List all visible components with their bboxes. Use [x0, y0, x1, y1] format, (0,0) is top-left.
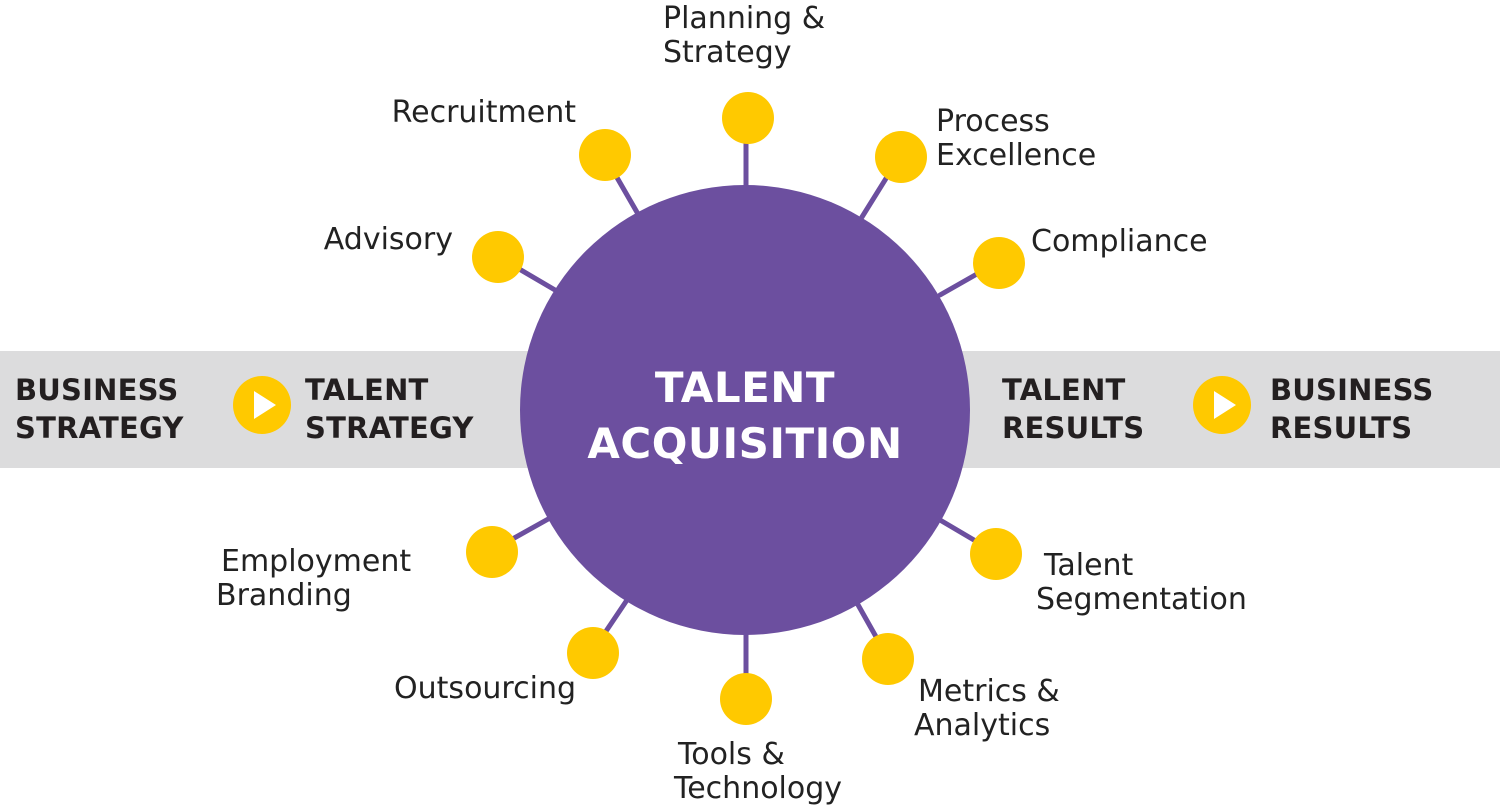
node-label-planning: Planning & Strategy: [663, 2, 825, 70]
node-dot-process: [875, 131, 927, 183]
node-dot-outsourcing: [567, 627, 619, 679]
node-label-employment-branding-line2: Branding: [216, 578, 352, 613]
talent-acquisition-hub: [520, 185, 970, 635]
node-dot-employment-branding: [466, 526, 518, 578]
flow-talent-strategy-line1: TALENT: [305, 373, 429, 407]
node-label-talent-segmentation-line2: Segmentation: [1036, 582, 1247, 617]
node-label-metrics: Metrics & Analytics: [914, 675, 1060, 743]
play-arrow-icon: [1193, 376, 1251, 434]
node-label-compliance: Compliance: [1031, 225, 1208, 259]
node-dot-talent-segmentation: [970, 528, 1022, 580]
node-label-process: Process Excellence: [936, 105, 1096, 173]
flow-business-strategy: BUSINESS STRATEGY: [15, 371, 184, 447]
flow-talent-strategy-line2: STRATEGY: [305, 411, 474, 445]
node-label-metrics-line1: Metrics &: [918, 674, 1060, 709]
hub-title-line2: ACQUISITION: [587, 419, 903, 468]
node-label-process-line2: Excellence: [936, 138, 1097, 173]
node-label-tools: Tools & Technology: [674, 738, 842, 806]
node-label-talent-segmentation: Talent Segmentation: [1036, 549, 1247, 617]
node-label-advisory: Advisory: [250, 223, 453, 257]
node-label-planning-line2: Strategy: [663, 35, 792, 70]
node-label-planning-line1: Planning &: [663, 1, 826, 36]
flow-talent-results-line2: RESULTS: [1002, 411, 1145, 445]
node-label-advisory-line1: Advisory: [323, 222, 453, 257]
hub-title-line1: TALENT: [654, 363, 836, 412]
flow-business-results-line2: RESULTS: [1270, 411, 1413, 445]
node-dot-tools: [720, 673, 772, 725]
flow-business-results-line1: BUSINESS: [1270, 373, 1434, 407]
flow-talent-strategy: TALENT STRATEGY: [305, 371, 474, 447]
node-dot-compliance: [973, 237, 1025, 289]
node-dot-recruitment: [579, 129, 631, 181]
node-label-recruitment: Recruitment: [330, 96, 576, 130]
node-label-recruitment-line1: Recruitment: [391, 95, 576, 130]
node-label-process-line1: Process: [936, 104, 1050, 139]
flow-talent-results: TALENT RESULTS: [1002, 371, 1144, 447]
flow-business-results: BUSINESS RESULTS: [1270, 371, 1433, 447]
flow-business-strategy-line1: BUSINESS: [15, 373, 179, 407]
node-label-compliance-line1: Compliance: [1031, 224, 1208, 259]
node-label-employment-branding: Employment Branding: [216, 545, 411, 613]
node-label-tools-line1: Tools &: [678, 737, 785, 772]
flow-business-strategy-line2: STRATEGY: [15, 411, 184, 445]
hub-title: TALENT ACQUISITION: [520, 360, 970, 472]
node-dot-advisory: [472, 231, 524, 283]
node-label-outsourcing-line1: Outsourcing: [394, 671, 576, 706]
node-label-talent-segmentation-line1: Talent: [1044, 548, 1134, 583]
play-arrow-icon: [233, 376, 291, 434]
node-label-tools-line2: Technology: [674, 771, 843, 806]
node-label-outsourcing: Outsourcing: [330, 672, 576, 706]
node-label-metrics-line2: Analytics: [914, 708, 1051, 743]
flow-talent-results-line1: TALENT: [1002, 373, 1126, 407]
node-dot-metrics: [862, 633, 914, 685]
node-label-employment-branding-line1: Employment: [221, 544, 412, 579]
node-dot-planning: [722, 92, 774, 144]
